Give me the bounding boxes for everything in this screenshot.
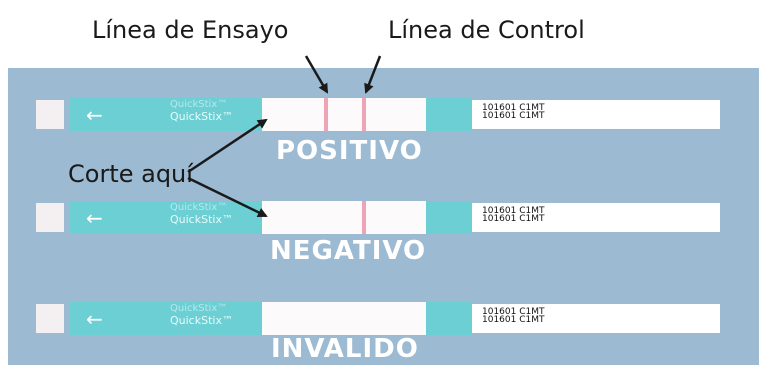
result-negative: NEGATIVO [270, 236, 427, 266]
control-line-mark [362, 98, 366, 131]
strip-handle [70, 302, 298, 335]
cut-here-label: Corte aquí [68, 160, 193, 188]
invalid-strip: ← QuickStix™ QuickStix™ 101601 C1MT 1016… [36, 302, 720, 335]
result-invalid: INVALIDO [271, 334, 419, 364]
strip-brand-ghost: QuickStix™ [170, 303, 228, 314]
cut-arrow-upper [187, 118, 268, 174]
strip-brand-text: QuickStix™ [170, 314, 233, 327]
strip-brand-ghost: QuickStix™ [170, 99, 228, 110]
strip-brand: QuickStix™ QuickStix™ [170, 99, 233, 123]
result-window [262, 201, 426, 234]
cut-arrow-lower [187, 176, 268, 218]
strip-brand-text: QuickStix™ [170, 213, 233, 226]
lot-line-1: 101601 C1MT [482, 206, 545, 216]
control-line-label: Línea de Control [388, 16, 585, 44]
strip-brand: QuickStix™ QuickStix™ [170, 303, 233, 327]
strip-cap [36, 100, 64, 129]
lot-line-1: 101601 C1MT [482, 307, 545, 317]
control-line-arrow [364, 55, 382, 94]
strip-handle [70, 201, 298, 234]
strip-cap [36, 203, 64, 232]
result-window [262, 302, 426, 335]
test-line-mark [324, 98, 328, 131]
lot-line-2: 101601 C1MT [482, 111, 545, 121]
lot-line-1: 101601 C1MT [482, 103, 545, 113]
positive-strip: ← QuickStix™ QuickStix™ 101601 C1MT 1016… [36, 98, 720, 131]
negative-strip: ← QuickStix™ QuickStix™ 101601 C1MT 1016… [36, 201, 720, 234]
control-line-mark [362, 201, 366, 234]
lot-label: 101601 C1MT 101601 C1MT [472, 304, 720, 333]
result-positive: POSITIVO [276, 136, 423, 166]
test-line-label: Línea de Ensayo [92, 16, 289, 44]
left-arrow-icon: ← [86, 307, 103, 331]
strip-band [426, 98, 472, 131]
strip-band [426, 302, 472, 335]
left-arrow-icon: ← [86, 206, 103, 230]
left-arrow-icon: ← [86, 103, 103, 127]
lot-line-2: 101601 C1MT [482, 315, 545, 325]
test-line-arrow [304, 55, 329, 94]
strip-band [426, 201, 472, 234]
lot-label: 101601 C1MT 101601 C1MT [472, 100, 720, 129]
lot-line-2: 101601 C1MT [482, 214, 545, 224]
strip-brand-text: QuickStix™ [170, 110, 233, 123]
strip-brand-ghost: QuickStix™ [170, 202, 228, 213]
result-window [262, 98, 426, 131]
strip-cap [36, 304, 64, 333]
lot-label: 101601 C1MT 101601 C1MT [472, 203, 720, 232]
strip-brand: QuickStix™ QuickStix™ [170, 202, 233, 226]
